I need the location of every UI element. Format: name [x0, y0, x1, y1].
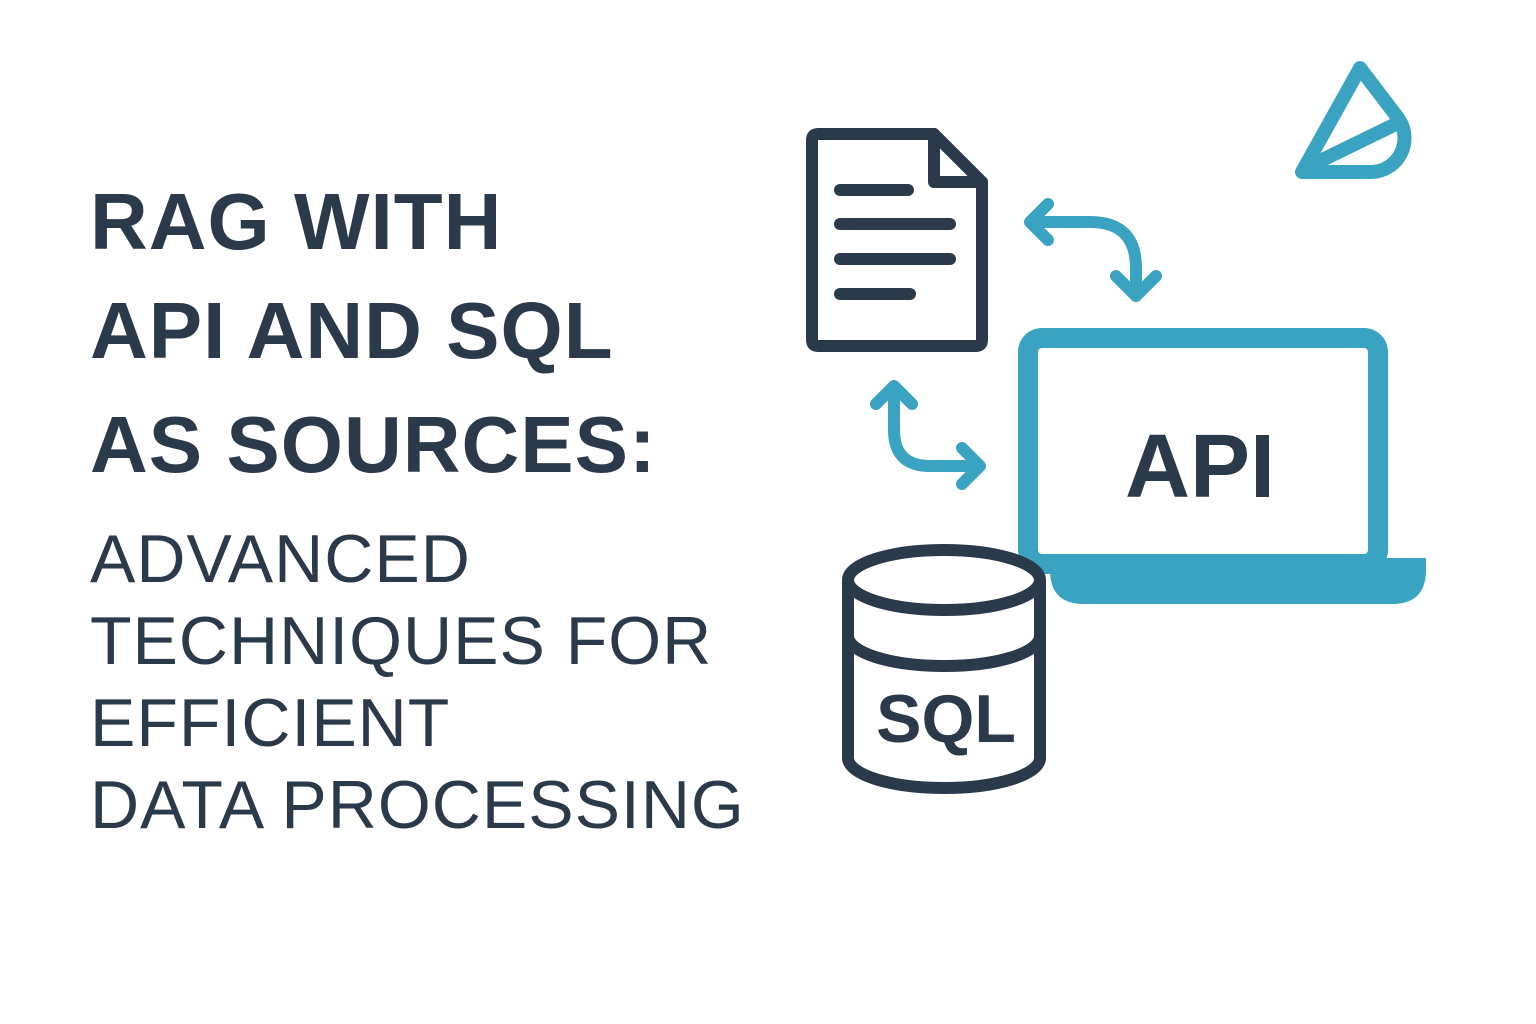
subtitle-line-1: ADVANCED — [90, 521, 471, 597]
database-icon: SQL — [842, 544, 1046, 794]
laptop-api-label: API — [1125, 417, 1275, 517]
subtitle-line-4: DATA PROCESSING — [90, 767, 745, 843]
title-line-3: AS SOURCES: — [90, 400, 657, 489]
main-title: RAG WITH API AND SQL AS SOURCES: — [90, 170, 810, 502]
subtitle-line-3: EFFICIENT — [90, 685, 451, 761]
cone-icon — [1295, 61, 1412, 179]
double-arrow-icon-lower — [870, 380, 986, 490]
title-block: RAG WITH API AND SQL AS SOURCES: ADVANCE… — [90, 170, 810, 846]
subtitle: ADVANCED TECHNIQUES FOR EFFICIENT DATA P… — [90, 518, 810, 846]
title-line-1: RAG WITH — [90, 177, 503, 266]
document-icon — [806, 128, 988, 352]
laptop-icon: API — [1018, 328, 1426, 604]
database-sql-label: SQL — [876, 681, 1016, 757]
double-arrow-icon — [1024, 198, 1162, 302]
title-line-2: API AND SQL — [90, 286, 614, 375]
subtitle-line-2: TECHNIQUES FOR — [90, 603, 713, 679]
